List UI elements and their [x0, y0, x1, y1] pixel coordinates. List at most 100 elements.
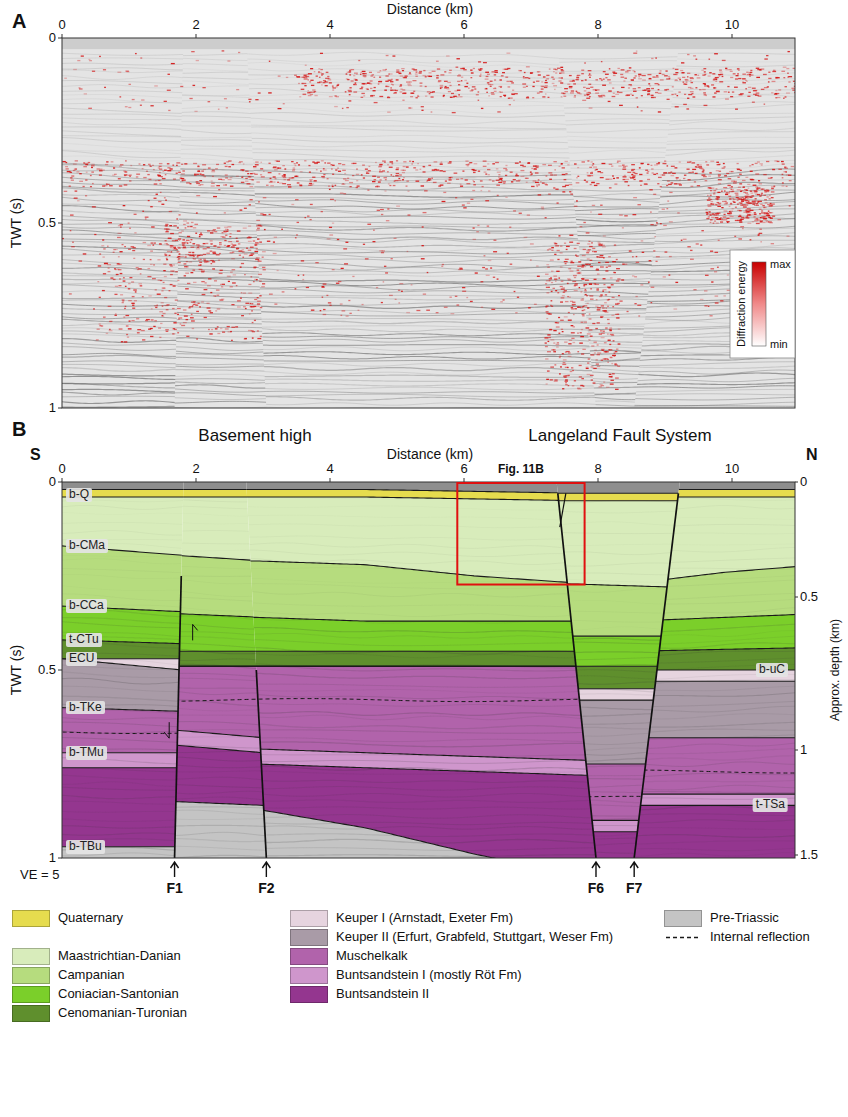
diffraction-speckle — [573, 80, 575, 81]
diffraction-speckle — [704, 84, 706, 85]
diffraction-speckle — [464, 86, 467, 87]
seismic-reflection — [62, 59, 795, 62]
diffraction-speckle — [745, 177, 748, 178]
diffraction-speckle — [616, 177, 619, 178]
diffraction-speckle — [249, 179, 253, 180]
diffraction-speckle — [317, 162, 320, 163]
diffraction-speckle — [436, 75, 438, 76]
diffraction-speckle — [712, 96, 715, 97]
diffraction-speckle — [406, 166, 409, 167]
diffraction-speckle — [576, 79, 579, 80]
diffraction-speckle — [193, 163, 197, 164]
diffraction-speckle — [649, 85, 651, 86]
diffraction-speckle — [666, 185, 668, 186]
diffraction-speckle — [114, 315, 116, 316]
diffraction-speckle — [503, 168, 507, 169]
diffraction-speckle — [671, 175, 675, 176]
diffraction-speckle — [530, 73, 533, 74]
diffraction-speckle — [186, 182, 190, 183]
diffraction-speckle — [270, 185, 274, 186]
diffraction-speckle — [383, 177, 386, 178]
diffraction-speckle — [347, 178, 349, 179]
diffraction-speckle — [309, 179, 312, 180]
diffraction-speckle — [638, 75, 642, 76]
diffraction-speckle — [617, 68, 619, 69]
diffraction-speckle — [173, 285, 176, 286]
diffraction-speckle — [732, 91, 734, 92]
diffraction-speckle — [531, 186, 534, 187]
diffraction-speckle — [449, 161, 452, 162]
diffraction-speckle — [326, 72, 329, 73]
diffraction-speckle — [520, 165, 524, 166]
seismic-reflection — [62, 189, 795, 191]
diffraction-speckle — [498, 174, 500, 175]
diffraction-speckle — [159, 168, 162, 169]
diffraction-speckle — [108, 271, 111, 272]
diffraction-speckle — [435, 169, 439, 170]
diffraction-speckle — [719, 171, 721, 172]
diffraction-speckle — [215, 310, 217, 311]
diffraction-speckle — [153, 169, 155, 170]
diffraction-speckle — [569, 184, 573, 185]
diffraction-speckle — [659, 73, 662, 74]
diffraction-speckle — [460, 186, 463, 187]
diffraction-speckle — [716, 170, 719, 171]
diffraction-speckle — [501, 180, 503, 181]
diffraction-speckle — [526, 182, 528, 183]
diffraction-speckle — [197, 255, 200, 256]
seismic-reflection — [62, 257, 795, 263]
diffraction-speckle — [438, 80, 441, 81]
diffraction-speckle — [688, 94, 692, 95]
diffraction-speckle — [76, 171, 79, 172]
diffraction-speckle — [473, 172, 476, 173]
diffraction-speckle — [492, 163, 495, 164]
seismic-reflection — [62, 339, 795, 344]
diffraction-speckle — [233, 274, 236, 275]
diffraction-speckle — [633, 77, 635, 78]
diffraction-speckle — [671, 166, 675, 167]
diffraction-speckle — [155, 180, 157, 181]
diffraction-speckle — [303, 76, 307, 77]
diffraction-speckle — [253, 166, 256, 167]
diffraction-speckle — [628, 185, 630, 186]
seismic-reflection — [62, 73, 795, 78]
seismic-reflection — [62, 218, 795, 225]
diffraction-speckle — [191, 314, 193, 315]
diffraction-speckle — [91, 164, 95, 165]
seismic-reflection — [62, 349, 795, 354]
diffraction-speckle — [227, 326, 230, 327]
seismic-reflection — [62, 118, 795, 122]
diffraction-speckle — [146, 171, 148, 172]
diffraction-speckle — [633, 88, 636, 89]
diffraction-speckle — [622, 169, 626, 170]
diffraction-speckle — [304, 85, 306, 86]
diffraction-speckle — [217, 326, 219, 327]
seismic-reflection — [62, 153, 795, 158]
diffraction-speckle — [485, 88, 488, 89]
diffraction-speckle — [399, 73, 402, 74]
seismic-reflection — [62, 111, 795, 116]
diffraction-speckle — [199, 306, 201, 307]
diffraction-speckle — [709, 72, 712, 73]
diffraction-speckle — [175, 299, 178, 300]
diffraction-speckle — [730, 71, 733, 72]
diffraction-speckle — [522, 166, 526, 167]
seismic-reflection — [62, 305, 795, 310]
diffraction-speckle — [647, 173, 649, 174]
diffraction-speckle — [90, 186, 92, 187]
diffraction-speckle — [282, 165, 285, 166]
seismic-reflection — [62, 168, 795, 169]
diffraction-speckle — [623, 176, 627, 177]
diffraction-speckle — [402, 93, 406, 94]
diffraction-speckle — [163, 288, 166, 289]
diffraction-speckle — [449, 179, 452, 180]
diffraction-speckle — [129, 174, 131, 175]
diffraction-speckle — [303, 94, 307, 95]
diffraction-speckle — [348, 91, 352, 92]
diffraction-speckle — [784, 171, 787, 172]
diffraction-speckle — [716, 162, 719, 163]
diffraction-speckle — [268, 163, 270, 164]
diffraction-speckle — [373, 77, 375, 78]
diffraction-speckle — [621, 87, 624, 88]
diffraction-speckle — [248, 176, 251, 177]
